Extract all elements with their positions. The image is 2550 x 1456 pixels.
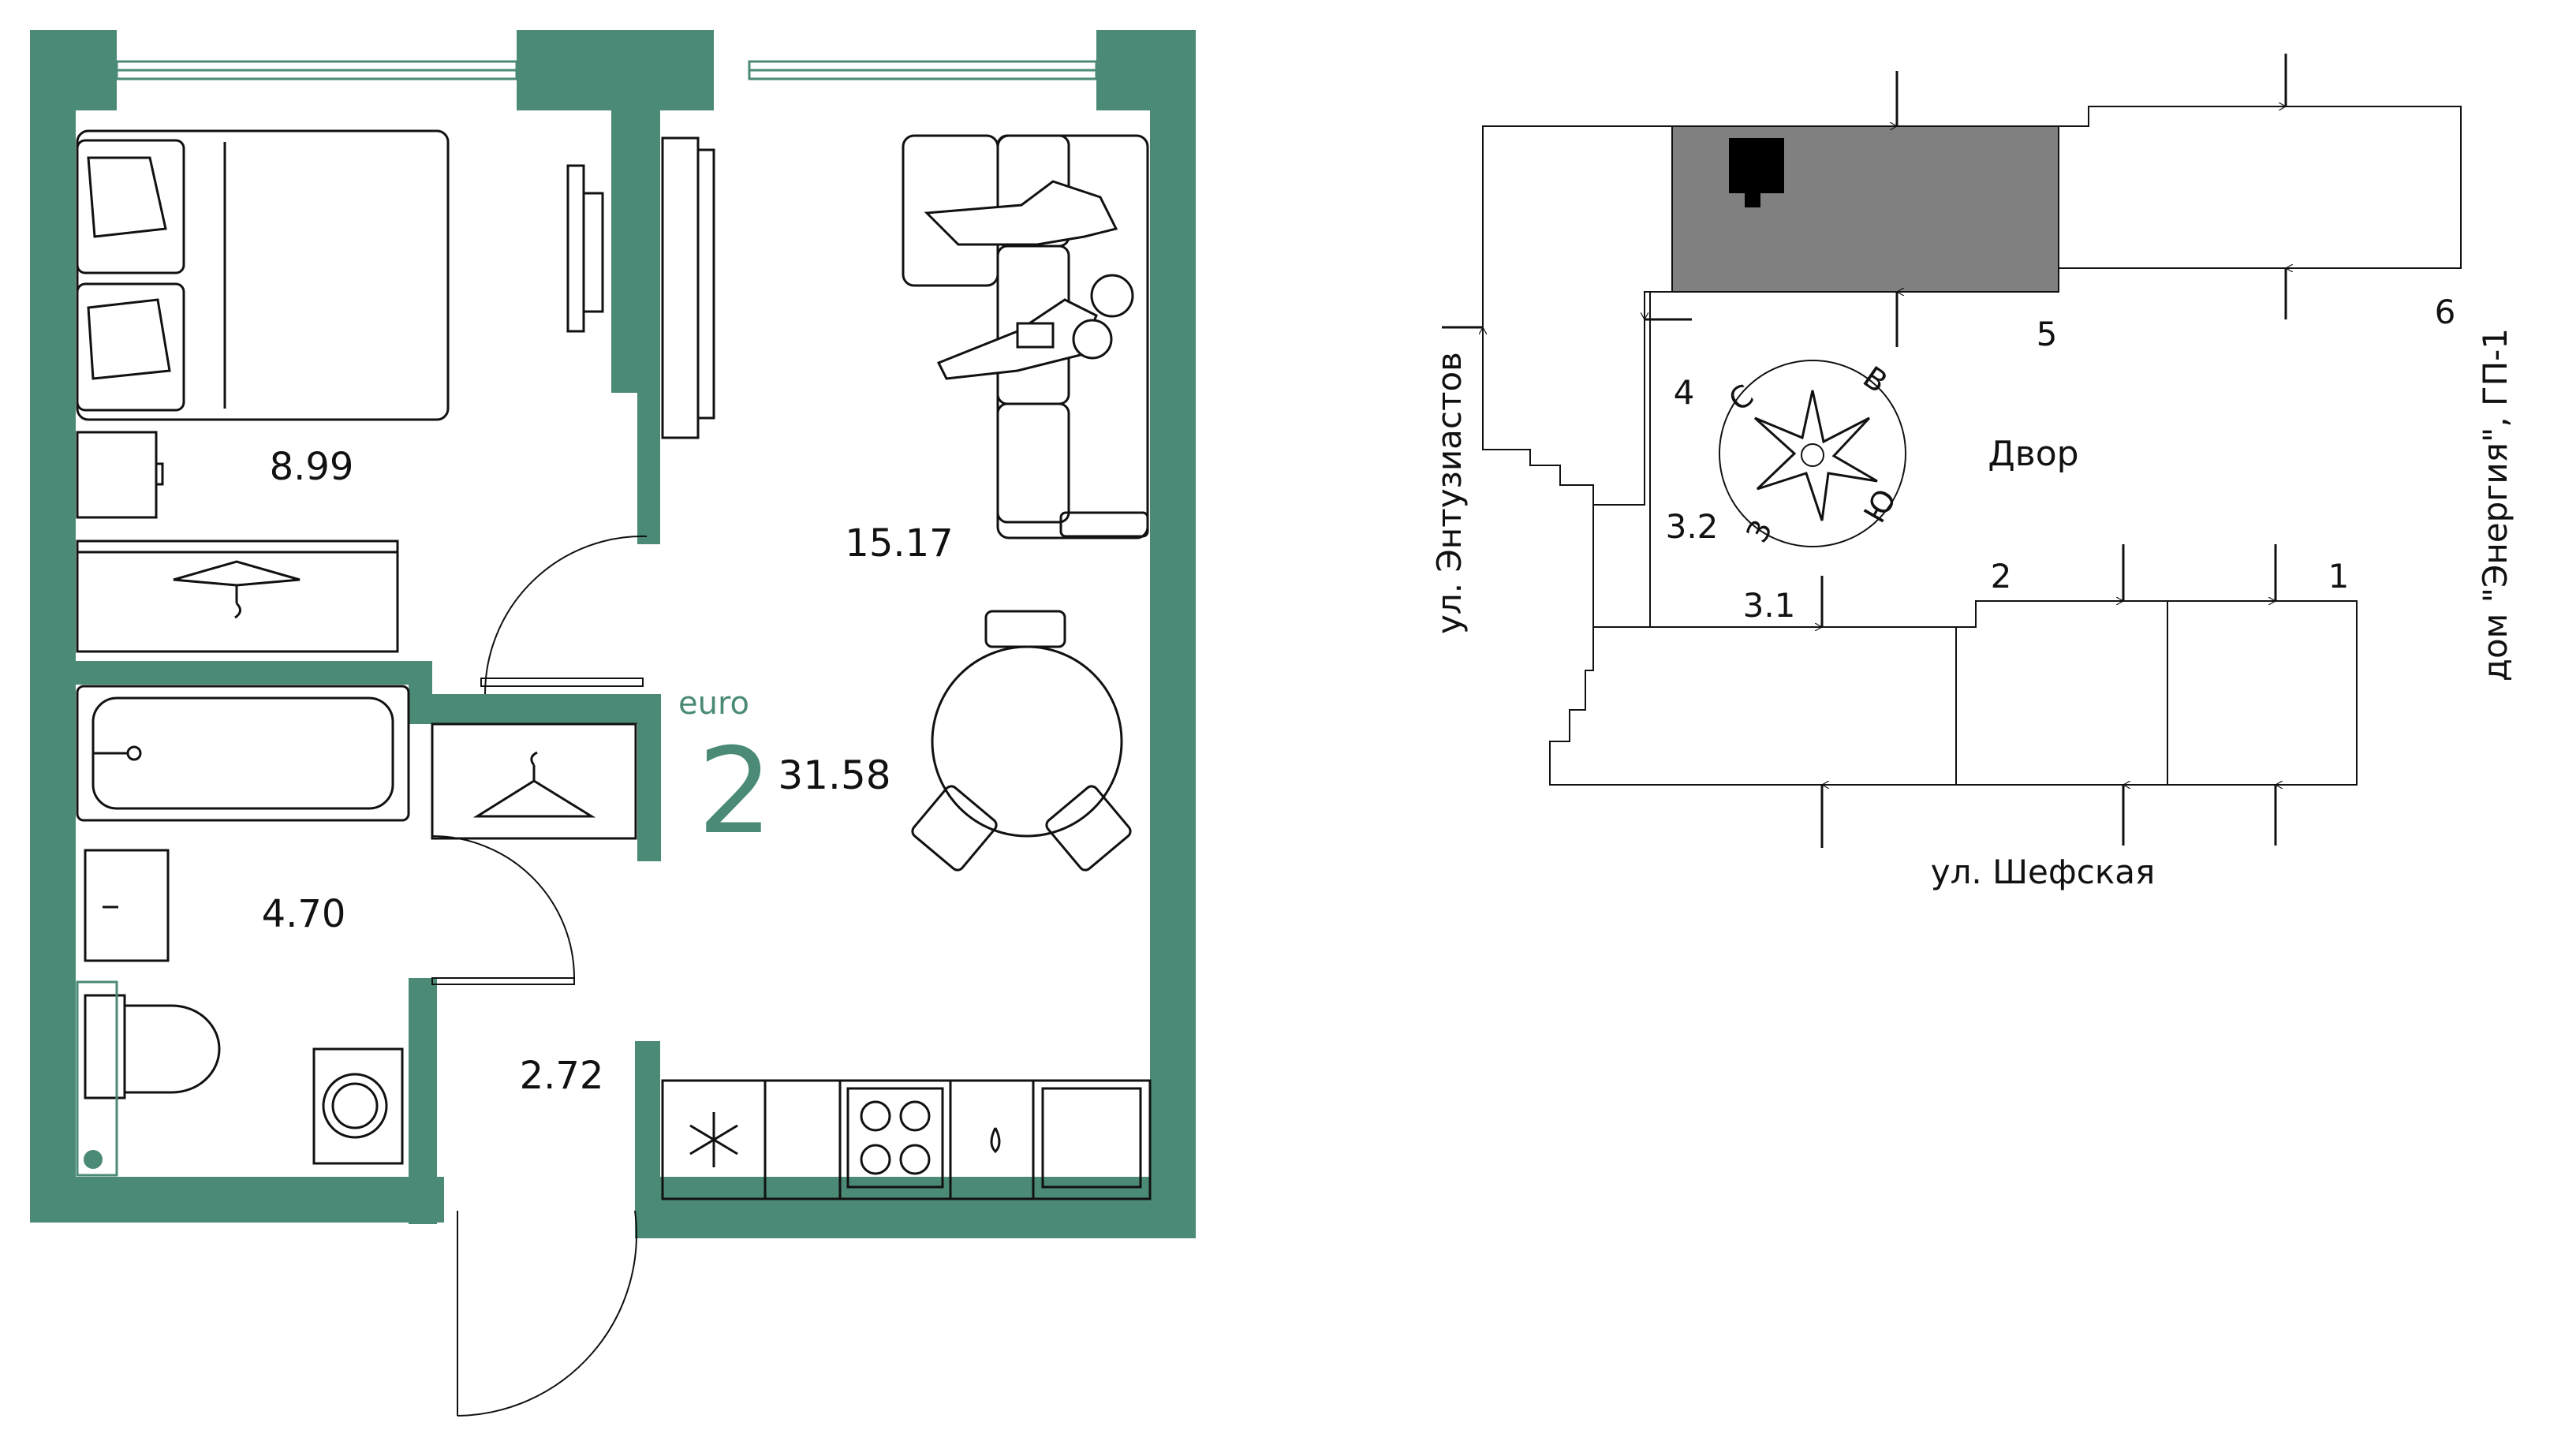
wardrobe-bedroom [76, 539, 399, 653]
dining-table [911, 610, 1132, 872]
compass-rose-icon [1719, 360, 1906, 547]
floor-plan: 8.99 15.17 4.70 2.72 euro 2 31.58 [30, 30, 1196, 1417]
section-5-label: 5 [2037, 315, 2058, 353]
toilet [84, 994, 221, 1099]
building-section-2 [1955, 600, 2168, 786]
total-area-label: 31.58 [778, 752, 890, 798]
building-section-1 [2167, 600, 2358, 786]
rooms-count-label: 2 [697, 723, 772, 861]
apartment-type-label: euro [678, 685, 749, 722]
compass-east-label: В [1857, 360, 1894, 400]
section-1-label: 1 [2328, 557, 2350, 595]
neighbor-building-label: дом "Энергия", ГП-1 [2476, 328, 2515, 681]
washing-machine [312, 1047, 404, 1165]
tv-bedroom [566, 164, 604, 333]
kitchen-counter [661, 1079, 1152, 1200]
walls [30, 30, 1196, 1238]
living-area-label: 15.17 [845, 521, 953, 566]
sink [84, 849, 170, 962]
hall-area-label: 2.72 [520, 1054, 604, 1098]
section-6-label: 6 [2435, 293, 2456, 331]
compass-south-label: Ю [1857, 483, 1903, 529]
building-section-3-1 [1549, 626, 1957, 786]
bathroom-area-label: 4.70 [262, 892, 346, 936]
faucet-icon [990, 1127, 1001, 1154]
street-left-label: ул. Энтузиастов [1430, 352, 1469, 634]
doors [431, 535, 648, 1417]
site-labels: 1 2 3.1 3.2 4 5 6 Двор ул. Шефская ул. Э… [1430, 293, 2515, 891]
compass-west-label: З [1740, 514, 1779, 548]
entrance-arrow-icon [1442, 54, 2286, 848]
tv-living [661, 136, 715, 439]
floor-drain [84, 1150, 103, 1169]
section-3-2-label: 3.2 [1666, 507, 1719, 546]
section-2-label: 2 [1991, 557, 2012, 595]
hanger-icon [173, 560, 301, 619]
street-bottom-label: ул. Шефская [1931, 853, 2156, 891]
window-living [748, 60, 1098, 80]
stove-icon [846, 1087, 944, 1189]
building-section-6 [2058, 106, 2462, 269]
bathtub [76, 685, 410, 822]
compass-north-label: С [1723, 378, 1760, 418]
bedroom-area-label: 8.99 [270, 445, 354, 489]
section-3-1-label: 3.1 [1743, 586, 1796, 625]
snowflake-icon [689, 1112, 738, 1167]
wardrobe-hall [431, 722, 637, 840]
nightstand [76, 431, 164, 519]
window-bedroom [115, 60, 518, 80]
sofa [902, 134, 1149, 539]
yard-label: Двор [1988, 434, 2078, 474]
pipe-riser [76, 980, 118, 1177]
people-on-sofa [924, 180, 1134, 380]
site-plan [1442, 54, 2462, 848]
section-4-label: 4 [1674, 373, 1695, 412]
location-marker-icon [1729, 138, 1784, 207]
bed [76, 129, 450, 421]
building-section-3-2 [1592, 292, 1651, 628]
